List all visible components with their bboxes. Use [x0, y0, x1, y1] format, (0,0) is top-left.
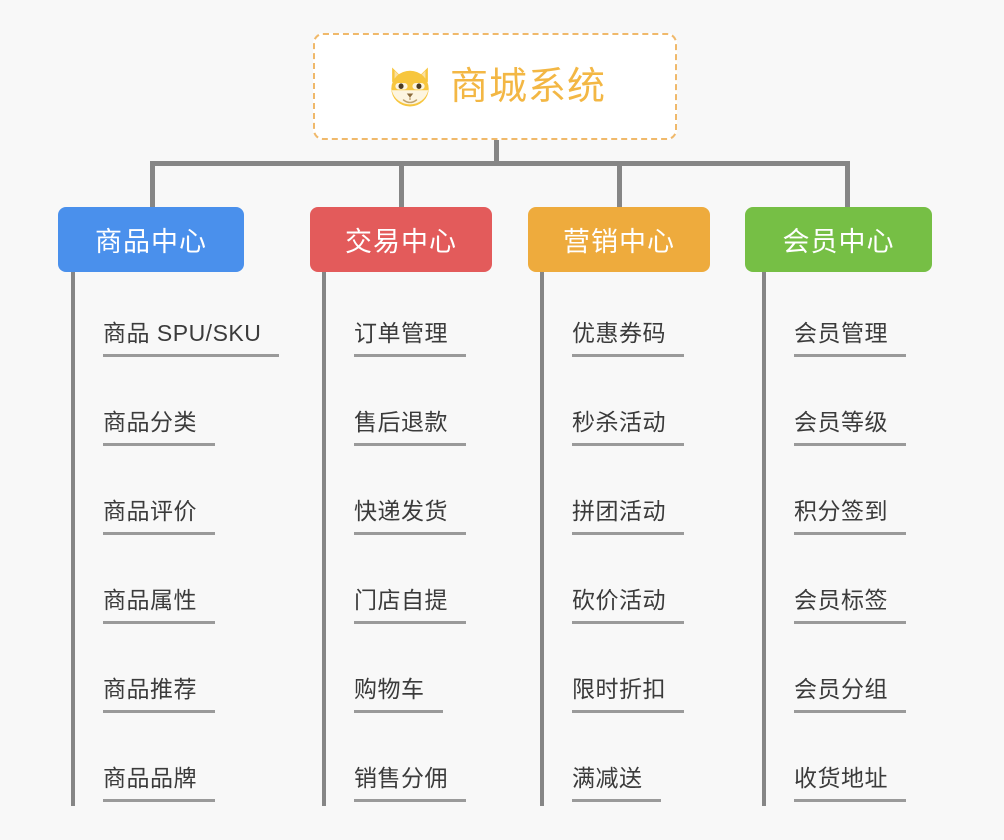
leaf-spine: [322, 272, 326, 806]
leaf-item[interactable]: 砍价活动: [544, 539, 684, 628]
leaf-label: 商品属性: [103, 586, 215, 624]
branch-label: 会员中心: [782, 227, 895, 257]
leaf-label: 秒杀活动: [572, 408, 684, 446]
leaf-item[interactable]: 拼团活动: [544, 450, 684, 539]
leaf-label: 销售分佣: [354, 764, 466, 802]
leaf-label: 满减送: [572, 764, 661, 802]
connector-drop-3: [617, 161, 622, 208]
leaf-label: 购物车: [354, 675, 443, 713]
leaf-item[interactable]: 商品分类: [75, 361, 215, 450]
leaf-label: 会员等级: [794, 408, 906, 446]
leaf-item[interactable]: 商品推荐: [75, 628, 215, 717]
leaf-item[interactable]: 销售分佣: [326, 717, 466, 806]
leaf-label: 收货地址: [794, 764, 906, 802]
leaf-item[interactable]: 收货地址: [766, 717, 906, 806]
branch-box-trade-center[interactable]: 交易中心: [310, 207, 492, 272]
leaf-label: 积分签到: [794, 497, 906, 535]
leaf-label: 砍价活动: [572, 586, 684, 624]
branch-box-member-center[interactable]: 会员中心: [745, 207, 932, 272]
leaf-label: 限时折扣: [572, 675, 684, 713]
leaf-item[interactable]: 秒杀活动: [544, 361, 684, 450]
leaf-label: 会员分组: [794, 675, 906, 713]
shiba-dog-face-icon: [384, 61, 436, 113]
branch-label: 交易中心: [345, 227, 457, 257]
leaf-spine: [540, 272, 544, 806]
leaf-item[interactable]: 积分签到: [766, 450, 906, 539]
connector-drop-1: [150, 161, 155, 208]
connector-horizontal-bus: [150, 161, 850, 166]
leaf-label: 商品分类: [103, 408, 215, 446]
leaf-label: 会员管理: [794, 319, 906, 357]
leaf-item[interactable]: 售后退款: [326, 361, 466, 450]
leaf-item[interactable]: 商品品牌: [75, 717, 215, 806]
leaf-label: 商品推荐: [103, 675, 215, 713]
connector-drop-2: [399, 161, 404, 208]
leaf-label: 快递发货: [354, 497, 466, 535]
leaf-item[interactable]: 会员标签: [766, 539, 906, 628]
root-title: 商城系统: [449, 65, 606, 108]
branch-box-product-center[interactable]: 商品中心: [58, 207, 244, 272]
leaf-item[interactable]: 会员管理: [766, 272, 906, 361]
leaf-spine: [762, 272, 766, 806]
root-node-mall-system[interactable]: 商城系统: [313, 33, 677, 140]
leaf-item[interactable]: 订单管理: [326, 272, 466, 361]
leaf-item[interactable]: 会员等级: [766, 361, 906, 450]
branch-label: 营销中心: [563, 227, 675, 257]
leaf-item[interactable]: 商品评价: [75, 450, 215, 539]
leaf-label: 会员标签: [794, 586, 906, 624]
branch-box-marketing-center[interactable]: 营销中心: [528, 207, 710, 272]
leaf-label: 订单管理: [354, 319, 466, 357]
leaf-label: 拼团活动: [572, 497, 684, 535]
leaf-label: 商品 SPU/SKU: [103, 319, 280, 357]
leaf-spine: [71, 272, 75, 806]
leaf-label: 售后退款: [354, 408, 466, 446]
leaf-item[interactable]: 限时折扣: [544, 628, 684, 717]
leaf-item[interactable]: 商品属性: [75, 539, 215, 628]
leaf-item[interactable]: 门店自提: [326, 539, 466, 628]
leaf-item[interactable]: 购物车: [326, 628, 443, 717]
connector-root-stem: [494, 140, 499, 166]
leaf-item[interactable]: 快递发货: [326, 450, 466, 539]
leaf-label: 商品品牌: [103, 764, 215, 802]
branch-label: 商品中心: [95, 227, 207, 257]
leaf-item[interactable]: 会员分组: [766, 628, 906, 717]
leaf-label: 商品评价: [103, 497, 215, 535]
leaf-item[interactable]: 优惠券码: [544, 272, 684, 361]
leaf-item[interactable]: 商品 SPU/SKU: [75, 272, 280, 361]
leaf-label: 优惠券码: [572, 319, 684, 357]
connector-drop-4: [845, 161, 850, 208]
leaf-item[interactable]: 满减送: [544, 717, 661, 806]
leaf-label: 门店自提: [354, 586, 466, 624]
